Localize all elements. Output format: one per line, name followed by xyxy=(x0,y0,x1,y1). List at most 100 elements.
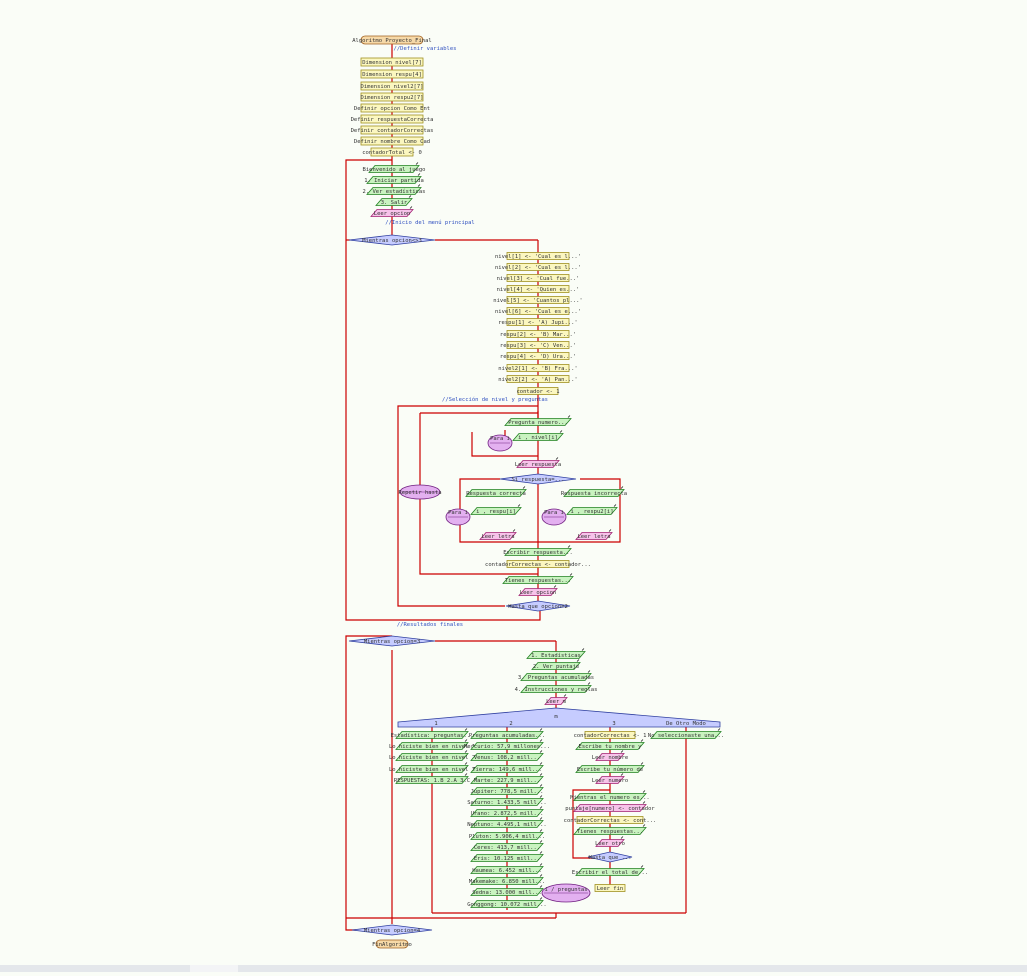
output-correct[interactable] xyxy=(465,489,527,497)
case3-node-1[interactable] xyxy=(584,731,636,739)
case2-output-1[interactable] xyxy=(470,731,544,739)
assign-question-1[interactable] xyxy=(506,252,570,260)
case-other-output[interactable] xyxy=(650,731,722,739)
output-incorrect[interactable] xyxy=(563,489,625,497)
case3-read[interactable] xyxy=(595,839,625,847)
case2-output-8[interactable] xyxy=(470,809,544,817)
assign-question-7[interactable] xyxy=(506,318,570,326)
output-menu-3[interactable] xyxy=(520,673,592,681)
case2-output-15[interactable] xyxy=(470,888,544,896)
case3-loop-node-2[interactable] xyxy=(573,804,647,812)
case2-output-13[interactable] xyxy=(470,866,544,874)
assign-node-2[interactable] xyxy=(360,69,424,79)
input-node-opcion[interactable] xyxy=(370,209,414,217)
output-node-intro-3[interactable] xyxy=(366,187,422,195)
output-node-intro-2[interactable] xyxy=(366,176,422,184)
case1-output-5[interactable] xyxy=(395,776,469,784)
case1-output-1[interactable] xyxy=(395,731,469,739)
repeat-loop-label: Repetir hasta xyxy=(398,490,441,496)
segun-switch[interactable] xyxy=(397,707,721,728)
horizontal-scrollbar[interactable] xyxy=(0,965,1027,972)
output-question-number[interactable] xyxy=(504,418,572,426)
output-arrow-icon xyxy=(553,585,557,588)
case1-output-4[interactable] xyxy=(395,765,469,773)
loop1-condition[interactable] xyxy=(348,234,436,246)
assign-question-3[interactable] xyxy=(506,274,570,282)
case2-output-11[interactable] xyxy=(470,843,544,851)
assign-question-12[interactable] xyxy=(506,375,570,383)
case2-output-7[interactable] xyxy=(470,798,544,806)
loop2-condition[interactable] xyxy=(348,635,436,647)
assign-node-6[interactable] xyxy=(360,114,424,124)
assign-node-9[interactable] xyxy=(370,147,414,157)
case2-output-3[interactable] xyxy=(470,753,544,761)
output-respu-left[interactable] xyxy=(470,507,522,515)
start-terminal[interactable] xyxy=(360,35,424,45)
assign-question-6[interactable] xyxy=(506,307,570,315)
assign-after[interactable] xyxy=(506,560,570,568)
output-score[interactable] xyxy=(502,576,574,584)
input-respuesta[interactable] xyxy=(516,460,560,468)
output-menu-1[interactable] xyxy=(526,651,586,659)
assign-node-5[interactable] xyxy=(360,103,424,113)
assign-question-11[interactable] xyxy=(506,364,570,372)
case2-output-10[interactable] xyxy=(470,832,544,840)
output-node-intro-1[interactable] xyxy=(368,165,420,173)
input-continue[interactable] xyxy=(518,588,558,596)
assign-node-1[interactable] xyxy=(360,57,424,67)
assign-question-2[interactable] xyxy=(506,263,570,271)
case2-output-16[interactable] xyxy=(470,900,544,908)
assign-question-label-1: nivel[1] <- 'Cual es l...' xyxy=(495,254,581,260)
case3-after-out[interactable] xyxy=(575,868,645,876)
case3-loop-node-1[interactable] xyxy=(573,793,647,801)
input-letra-right[interactable] xyxy=(575,532,613,540)
case2-output-9[interactable] xyxy=(470,820,544,828)
case1-output-2[interactable] xyxy=(395,742,469,750)
case-other-label: No seleccionaste una... xyxy=(648,733,724,739)
case3-until[interactable] xyxy=(587,851,633,863)
repeat-until-condition[interactable] xyxy=(505,600,571,612)
case3-node-4[interactable] xyxy=(575,765,645,773)
case2-output-14[interactable] xyxy=(470,877,544,885)
input-letra-left[interactable] xyxy=(479,532,517,540)
answer-condition[interactable] xyxy=(499,473,577,485)
assign-question-4[interactable] xyxy=(506,285,570,293)
scrollbar-thumb[interactable] xyxy=(190,965,238,972)
output-menu-4[interactable] xyxy=(520,685,592,693)
assign-node-8[interactable] xyxy=(360,136,424,146)
case3-node-3[interactable] xyxy=(595,753,625,761)
case2-output-2[interactable] xyxy=(470,742,544,750)
case3-after-assign[interactable] xyxy=(594,884,626,892)
end-terminal[interactable] xyxy=(375,939,409,949)
input-menu[interactable] xyxy=(544,697,568,705)
case2-output-5[interactable] xyxy=(470,776,544,784)
assign-question-10[interactable] xyxy=(506,352,570,360)
case3-node-5[interactable] xyxy=(595,776,625,784)
for-loop-nivel-label: Para i xyxy=(490,436,510,442)
case3-loop-node-3[interactable] xyxy=(576,816,644,824)
output-respu-right[interactable] xyxy=(566,507,618,515)
case3-loop-node-4[interactable] xyxy=(573,827,647,835)
assign-question-9[interactable] xyxy=(506,341,570,349)
loop3-condition[interactable] xyxy=(351,924,433,936)
case2-output-6[interactable] xyxy=(470,787,544,795)
assign-node-7[interactable] xyxy=(360,125,424,135)
output-label-intro-3: 2. Ver estadísticas xyxy=(363,188,426,195)
case2-output-12[interactable] xyxy=(470,854,544,862)
output-menu-2[interactable] xyxy=(531,662,581,670)
output-nivel[interactable] xyxy=(512,433,564,441)
assign-node-4[interactable] xyxy=(360,92,424,102)
assign-question-label-6: nivel[6] <- 'Cual es e...' xyxy=(495,309,581,315)
assign-question-8[interactable] xyxy=(506,330,570,338)
output-node-intro-4[interactable] xyxy=(375,198,413,206)
case2-label-4: Tierra: 149,6 mill... xyxy=(472,767,542,773)
for-loop-right-label: Para i xyxy=(544,510,564,516)
case3-node-2[interactable] xyxy=(575,742,645,750)
assign-node-3[interactable] xyxy=(360,81,424,91)
case1-output-3[interactable] xyxy=(395,753,469,761)
assign-question-5[interactable] xyxy=(506,296,570,304)
output-after[interactable] xyxy=(504,548,572,556)
assign-question-13[interactable] xyxy=(517,387,559,395)
case2-output-4[interactable] xyxy=(470,765,544,773)
